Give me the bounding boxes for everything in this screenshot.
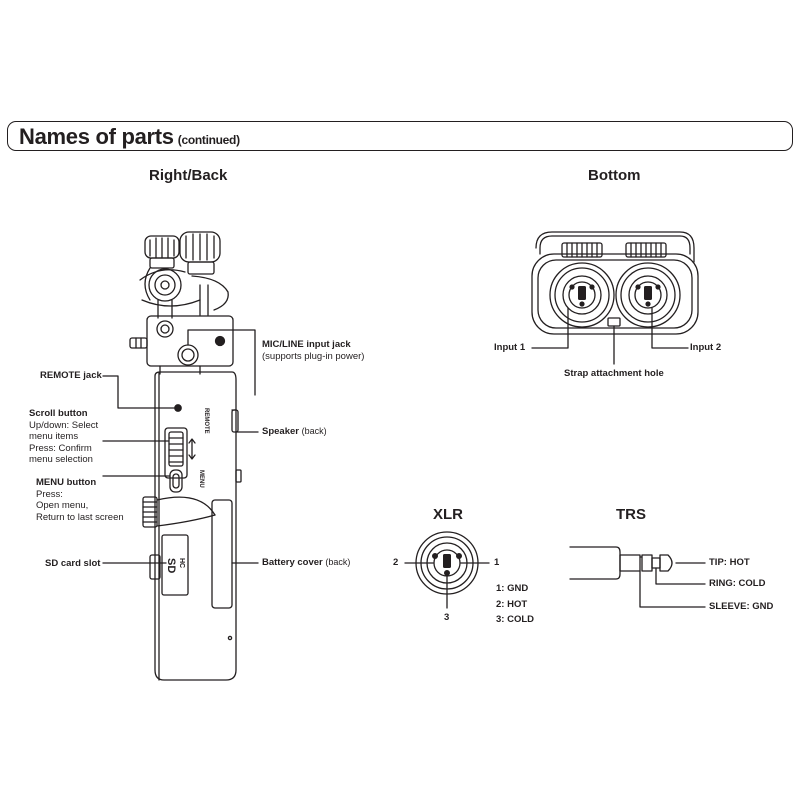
label-speaker-name: Speaker [262,426,299,437]
label-xlr-pin3: 3 [444,612,449,624]
label-mic-line-desc: (supports plug-in power) [262,350,365,362]
label-trs-ring: RING: COLD [709,578,765,590]
label-battery-name: Battery cover [262,557,323,568]
page-title: Names of parts(continued) [19,124,240,150]
leader-ring [655,567,706,585]
mic-head-block [129,315,234,375]
label-scroll-name: Scroll button [29,408,88,419]
label-menu-desc-line: Return to last screen [36,511,124,523]
page-title-text: Names of parts [19,124,174,149]
label-remote-name: REMOTE jack [40,370,102,381]
label-speaker: Speaker (back) [262,426,327,438]
label-menu-button: MENU button Press: Open menu, Return to … [36,477,124,523]
xlr-pin-legend: 1: GND 2: HOT 3: COLD [496,581,534,628]
label-xlr-pin2-text: 2 [393,557,399,568]
label-trs-sleeve: SLEEVE: GND [709,601,773,613]
section-title-bottom: Bottom [588,167,641,184]
label-xlr-pin2: 2 [393,557,398,569]
leader-mic-line [187,329,256,396]
leader-input2 [651,307,689,349]
label-speaker-note: (back) [301,426,327,436]
label-menu-name: MENU button [36,477,97,488]
label-scroll-desc-line: menu items [29,431,79,442]
trs-plug [569,546,673,580]
leader-input1 [531,307,569,349]
label-xlr-pin1-text: 1 [494,557,500,568]
label-menu-desc-line: Open menu, [36,500,89,511]
leader-sleeve [639,570,706,608]
label-trs-tip-text: TIP: HOT [709,557,750,568]
section-title-right-back: Right/Back [149,167,228,184]
label-input2-text: Input 2 [690,342,722,353]
label-strap-hole: Strap attachment hole [564,368,664,380]
label-scroll-desc-line: Up/down: Select [29,419,99,431]
header-frame [7,121,793,151]
recorder-body [142,371,242,681]
xlr-legend-item: 3: COLD [496,614,534,625]
xlr-legend-item: 2: HOT [496,598,528,610]
bottom-xlr-pins [569,284,661,307]
label-battery-note: (back) [325,557,351,567]
device-print-menu: MENU [198,470,204,488]
label-sd-card-slot: SD card slot [45,558,100,570]
label-trs-ring-text: RING: COLD [709,578,766,589]
label-battery-cover: Battery cover (back) [262,557,350,569]
bottom-view [531,231,699,335]
label-trs-tip: TIP: HOT [709,557,750,569]
label-xlr-pin1: 1 [494,557,499,569]
label-sd-name: SD card slot [45,558,101,569]
label-mic-line-jack: MIC/LINE input jack (supports plug-in po… [262,339,364,362]
section-title-xlr: XLR [433,506,463,523]
mic-capsules [139,231,229,319]
label-menu-desc-line: Press: [36,488,63,500]
label-input1: Input 1 [494,342,525,354]
label-xlr-pin3-text: 3 [444,612,450,623]
device-print-sd-hc: HC [178,558,185,568]
leader-remote [102,375,176,409]
device-print-remote: REMOTE [203,408,209,434]
section-title-trs: TRS [616,506,646,523]
label-input1-text: Input 1 [494,342,526,353]
xlr-pins [432,553,462,576]
page-subtitle: (continued) [177,133,240,147]
label-strap-text: Strap attachment hole [564,368,664,379]
label-mic-line-name: MIC/LINE input jack [262,339,351,350]
xlr-legend-item: 1: GND [496,583,529,594]
label-scroll-desc-line: Press: Confirm [29,442,92,454]
label-remote-jack: REMOTE jack [40,370,102,382]
label-trs-sleeve-text: SLEEVE: GND [709,601,774,612]
label-input2: Input 2 [690,342,721,354]
device-print-sd-logo: SD [165,558,177,573]
label-scroll-button: Scroll button Up/down: Select menu items… [29,408,98,466]
label-scroll-desc-line: menu selection [29,454,93,465]
